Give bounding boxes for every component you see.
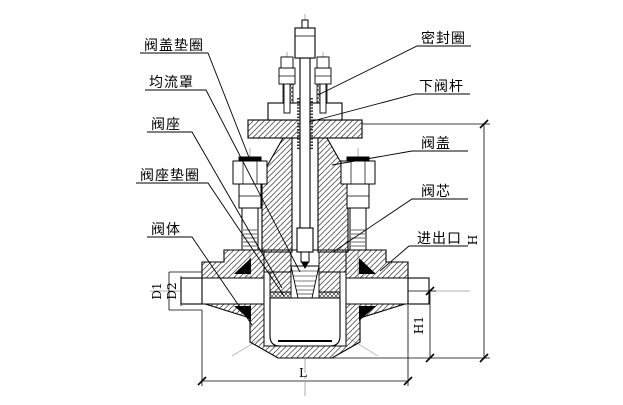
- leader-seat-gasket: [136, 182, 285, 297]
- weld-mark-left-top: [234, 258, 251, 274]
- dim-port-bore-diameter: D2: [165, 282, 179, 299]
- stem-top-nub: [301, 19, 309, 29]
- lower-stem-part: [294, 19, 316, 269]
- dimension-lines: [168, 119, 490, 386]
- right-stud-cap: [316, 56, 330, 69]
- part-labels: 阀盖垫圈 均流罩 阀座 阀座垫圈 阀体 密封圈 下阀杆 阀盖 阀芯 进出口: [140, 30, 466, 247]
- right-bolt-shank: [349, 207, 367, 251]
- leader-valve-body: [147, 236, 253, 326]
- dim-port-outer-diameter: D1: [150, 282, 164, 299]
- bonnet-wall-left: [261, 137, 293, 253]
- left-bolt-shank: [241, 207, 259, 251]
- label-lower-stem: 下阀杆: [419, 79, 464, 95]
- label-valve-body: 阀体: [151, 222, 181, 238]
- stem-tip-point: [301, 262, 309, 269]
- leader-bonnet: [331, 150, 468, 166]
- gland-studs: [278, 56, 332, 114]
- leader-lower-stem: [308, 93, 470, 123]
- left-bolt-head: [232, 160, 268, 185]
- leader-valve-core: [332, 198, 468, 253]
- left-flow-bore: [201, 277, 265, 305]
- right-flow-bore: [345, 277, 409, 305]
- dimension-texts: H H1 L D1 D2: [150, 235, 480, 380]
- stem-tip-holder: [296, 227, 314, 253]
- dim-total-height: H: [466, 235, 480, 245]
- leader-flow-distributor: [145, 89, 301, 273]
- left-stud-cap: [280, 56, 294, 69]
- right-bolt-head: [340, 160, 376, 185]
- left-port-nipple: [180, 277, 203, 305]
- dim-body-length: L: [299, 366, 307, 380]
- valve-plug: [269, 297, 341, 347]
- label-seat-gasket: 阀座垫圈: [140, 168, 200, 184]
- weld-mark-right-bottom: [359, 306, 376, 321]
- seat-block-right: [318, 251, 347, 273]
- leader-bonnet-gasket: [140, 52, 251, 161]
- label-flow-distributor: 均流罩: [149, 75, 194, 91]
- label-bonnet: 阀盖: [421, 136, 451, 152]
- label-bonnet-gasket: 阀盖垫圈: [144, 38, 204, 54]
- leader-inlet-outlet: [379, 245, 468, 272]
- seat-lower-left: [269, 271, 292, 293]
- label-seal-ring: 密封圈: [421, 30, 466, 47]
- label-valve-core: 阀芯: [421, 184, 451, 200]
- bonnet-wall-right: [317, 137, 349, 253]
- stem-shaft: [299, 57, 311, 253]
- label-inlet-outlet: 进出口: [417, 231, 462, 247]
- weld-mark-right-top: [359, 258, 376, 274]
- dim-port-center-height: H1: [412, 316, 426, 334]
- weld-marks: [234, 258, 376, 321]
- stem-tip: [300, 251, 310, 263]
- label-valve-seat: 阀座: [151, 117, 181, 133]
- leader-valve-seat: [147, 131, 283, 289]
- stem-top-thread: [294, 27, 316, 59]
- seat-block-left: [263, 251, 292, 273]
- seat-lower-right: [318, 271, 341, 293]
- leader-seal-ring: [317, 45, 471, 96]
- leader-lines: [136, 45, 471, 326]
